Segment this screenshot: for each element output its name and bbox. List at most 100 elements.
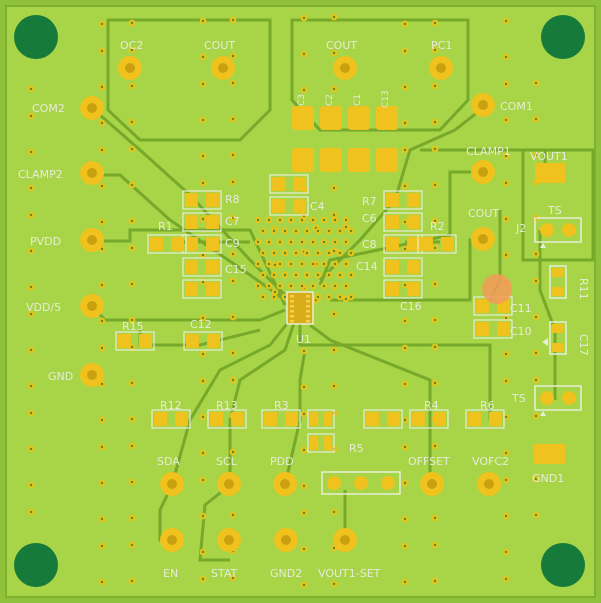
via-hole [201,82,205,86]
via-hole [283,273,287,277]
test-point-scl[interactable] [217,472,241,496]
via-hole [433,381,437,385]
footprint-c4-pad-1 [272,177,285,191]
test-point-gnd[interactable] [80,363,104,387]
u1-pin [290,315,294,318]
test-point-clamp2[interactable] [80,161,104,185]
test-point-cout-right[interactable] [471,227,495,251]
footprint-r1-pad-2 [171,237,184,251]
footprint-r5c-outline [363,409,403,429]
via-hole [504,514,508,518]
label-c1: C1 [353,94,363,106]
test-point-clamp1[interactable] [471,160,495,184]
via-hole [29,483,33,487]
mounting-hole-top-left [14,15,58,59]
test-point-sda[interactable] [160,472,184,496]
via-hole [29,150,33,154]
via-hole [403,220,407,224]
via-hole [433,183,437,187]
r5-header-pin-1[interactable] [327,476,341,490]
c17-pad-2 [552,343,564,352]
test-point-cout-top-right[interactable] [333,56,357,80]
via-hole [311,284,315,288]
via-hole [130,579,134,583]
via-hole [231,216,235,220]
via-hole [504,550,508,554]
test-point-vofc2[interactable] [477,472,501,496]
via-hole [403,481,407,485]
u1-pin [290,295,294,298]
footprint-r5c-pad-1 [366,412,379,426]
footprint-r1-pad-1 [150,237,163,251]
via-hole [130,345,134,349]
test-point-com1[interactable] [471,93,495,117]
via-hole [403,382,407,386]
test-point-vout1-set[interactable] [333,528,357,552]
test-point-com2[interactable] [80,96,104,120]
via-hole [433,120,437,124]
gnd1-pad[interactable] [533,444,565,464]
via-hole [201,55,205,59]
via-hole [267,240,271,244]
via-hole [302,583,306,587]
via-hole [231,18,235,22]
via-hole [534,414,538,418]
footprint-c15b-pad-1 [185,282,198,296]
footprint-r6-pad-2 [489,412,502,426]
j2-pin-1[interactable] [540,223,554,237]
test-point-vdd5[interactable] [80,294,104,318]
via-hole [534,378,538,382]
r11-pad-2 [552,287,564,296]
test-point-pc1[interactable] [429,56,453,80]
label-r6: R6 [480,399,495,412]
ts-pin-1[interactable] [540,391,554,405]
via-hole [256,262,260,266]
via-hole [534,513,538,517]
j2-pin-2[interactable] [562,223,576,237]
via-hole [100,517,104,521]
label-gnd: GND [48,370,73,383]
test-point-offset[interactable] [420,472,444,496]
label-c17: C17 [577,334,590,356]
via-hole [29,285,33,289]
test-point-stat[interactable] [217,528,241,552]
via-hole [100,580,104,584]
via-hole [130,417,134,421]
via-hole [130,84,134,88]
r5-header-pin-2[interactable] [354,476,368,490]
ts-pin1-marker [540,411,546,416]
footprint-r12-pad-2 [175,412,188,426]
r11-pad-1 [552,268,564,277]
highlight-marker [482,274,512,304]
footprint-r5b-pad-2 [323,436,332,450]
via-hole [100,283,104,287]
via-hole [29,510,33,514]
r5-header-pin-3[interactable] [381,476,395,490]
via-hole [403,544,407,548]
test-point-cout-top-left[interactable] [211,56,235,80]
via-hole [403,121,407,125]
via-hole [316,229,320,233]
test-point-oc2[interactable] [118,56,142,80]
footprint-c10-pad-1 [476,322,489,336]
label-vofc2: VOFC2 [472,455,509,468]
via-hole [231,513,235,517]
via-hole [433,246,437,250]
test-point-pdd[interactable] [273,472,297,496]
via-hole [344,284,348,288]
r5-header-outline [321,471,401,495]
test-point-pvdd[interactable] [80,228,104,252]
vout1-pad[interactable] [535,163,565,183]
footprint-c4b-pad-2 [293,199,306,213]
via-hole [433,345,437,349]
via-hole [130,120,134,124]
via-hole [403,85,407,89]
u1-pin [306,320,310,323]
via-hole [29,447,33,451]
ts-pin-2[interactable] [562,391,576,405]
test-point-gnd2[interactable] [274,528,298,552]
via-hole [302,511,306,515]
test-point-en[interactable] [160,528,184,552]
via-hole [231,117,235,121]
u1-pin [306,315,310,318]
